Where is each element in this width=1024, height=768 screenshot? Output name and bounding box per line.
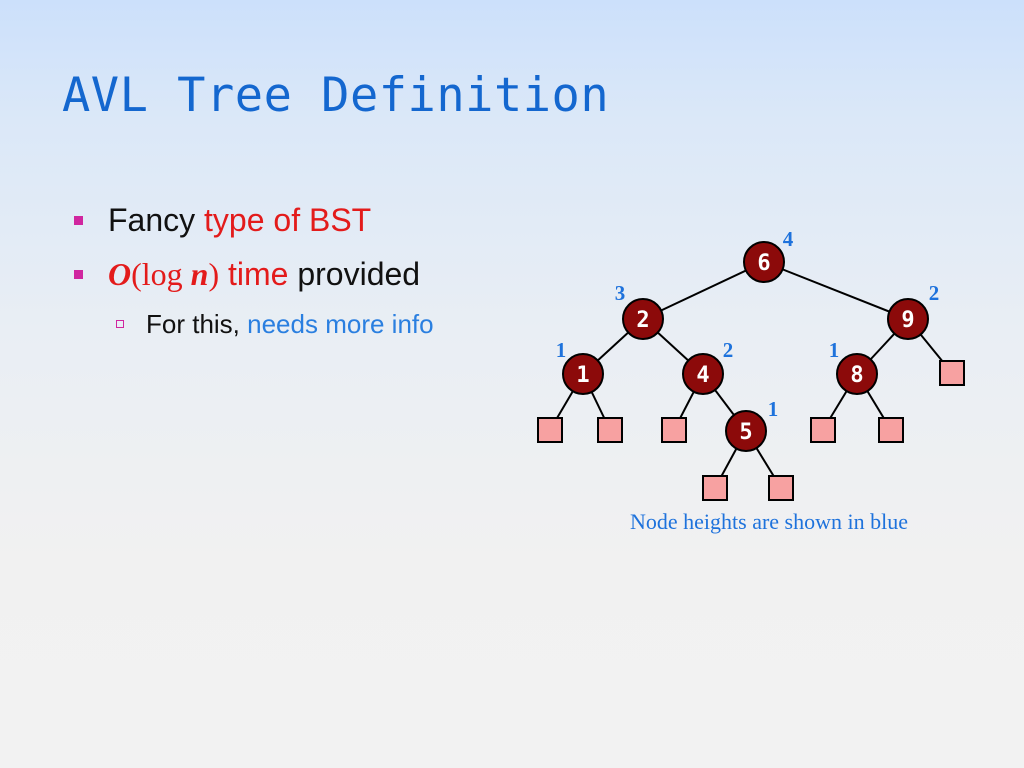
node-label: 2: [636, 308, 649, 333]
node-height-label: 1: [829, 338, 840, 362]
slide-title: AVL Tree Definition: [62, 68, 610, 123]
external-leaves: [537, 360, 965, 501]
bullet-complexity: O(log n) time provided: [108, 256, 420, 293]
sub-bullet-marker: [116, 320, 124, 328]
node-height-label: 2: [929, 281, 940, 305]
tree-edge: [642, 261, 765, 320]
big-o-symbol: O: [108, 256, 132, 292]
node-height-label: 4: [783, 227, 794, 251]
bullet-marker: [74, 216, 83, 225]
node-height-label: 2: [723, 338, 734, 362]
sub-bullet-text: For this,: [146, 309, 248, 339]
sub-bullet-info: For this, needs more info: [146, 309, 434, 340]
external-leaf: [661, 417, 687, 443]
diagram-caption: Node heights are shown in blue: [630, 509, 908, 534]
node-height-label: 3: [615, 281, 626, 305]
tree-node-4: 4 2: [682, 338, 734, 395]
close-paren: ): [208, 256, 220, 292]
external-leaf: [939, 360, 965, 386]
tree-node-1: 1 1: [556, 338, 604, 395]
external-leaf: [810, 417, 836, 443]
tree-node-8: 8 1: [829, 338, 878, 395]
external-leaf: [768, 475, 794, 501]
bullet-marker: [74, 270, 83, 279]
external-leaf: [537, 417, 563, 443]
bullet-bst-text: Fancy: [108, 202, 205, 238]
external-leaf: [597, 417, 623, 443]
node-label: 8: [850, 363, 863, 388]
bullet-bst-accent: type of BST: [204, 202, 372, 238]
n-variable: n: [190, 256, 209, 292]
node-label: 4: [696, 363, 709, 388]
tree-node-6: 6 4: [743, 227, 794, 283]
tree-node-9: 9 2: [887, 281, 940, 340]
sub-bullet-accent: needs more info: [247, 309, 434, 339]
tree-node-2: 2 3: [615, 281, 664, 340]
bullet-list: Fancy type of BST O(log n) time provided…: [0, 0, 520, 360]
node-label: 5: [739, 420, 752, 445]
time-text: time: [219, 256, 289, 292]
node-label: 9: [901, 308, 914, 333]
bullet-bst: Fancy type of BST: [108, 202, 371, 239]
tree-edge: [763, 261, 909, 320]
tree-node-5: 5 1: [725, 397, 779, 452]
tree-edges: [582, 261, 909, 432]
node-height-label: 1: [768, 397, 779, 421]
provided-text: provided: [288, 256, 421, 292]
leaf-edges: [549, 318, 953, 489]
node-label: 1: [576, 363, 589, 388]
node-height-label: 1: [556, 338, 567, 362]
external-leaf: [878, 417, 904, 443]
external-leaf: [702, 475, 728, 501]
node-label: 6: [757, 251, 770, 276]
log-text: (log: [131, 256, 191, 292]
